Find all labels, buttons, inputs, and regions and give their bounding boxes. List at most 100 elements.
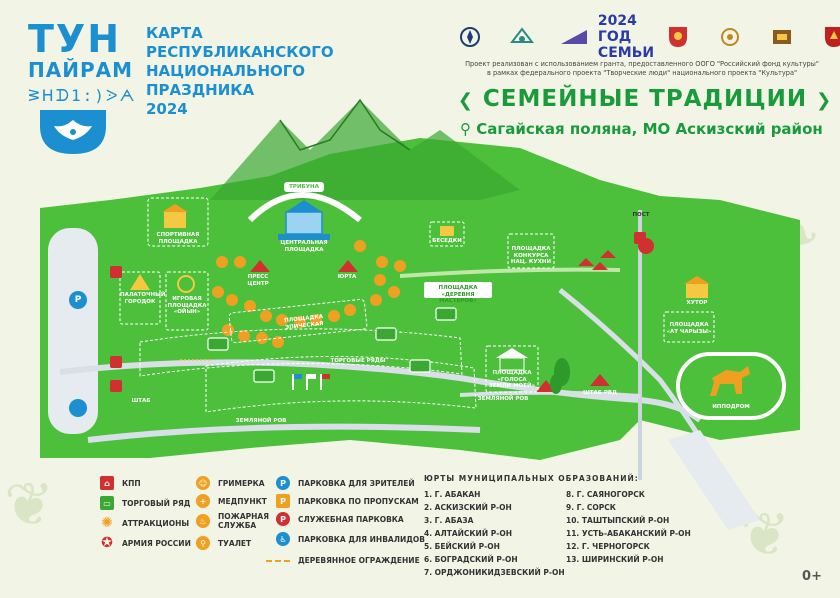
yurts-heading: ЮРТЫ МУНИЦИПАЛЬНЫХ ОБРАЗОВАНИЙ: (424, 474, 639, 483)
parking-disabled-icon (69, 399, 87, 417)
tree-icons (550, 358, 570, 394)
logo-line-2: ПАЙРАМ (28, 58, 133, 82)
yurt-item: 1. Г. АБАКАН (424, 490, 481, 499)
shtab-label: ШТАБ (131, 398, 151, 404)
logo-emblem-icon (40, 110, 106, 154)
khakassia-emblem-icon (660, 22, 696, 52)
trade-rows-area (139, 328, 463, 377)
yurt-item: 9. Г. СОРСК (566, 503, 616, 512)
legend-medical: + МЕДПУНКТ (196, 494, 267, 508)
sport-pavilion-icon (162, 204, 188, 228)
parking-spectators-icon (69, 291, 87, 309)
legend-army: ✪АРМИЯ РОССИИ (100, 535, 191, 551)
left-parking-lot (48, 228, 98, 434)
game-area-label: ИГРОВАЯ ПЛОЩАДКА «ОЙЫН» (167, 296, 207, 315)
ministry-emblem-icon (452, 22, 488, 52)
legend-checkpoint: ⌂ КПП (100, 476, 141, 490)
central-platform-label: ЦЕНТРАЛЬНАЯ ПЛОЩАДКА (280, 240, 328, 253)
legend-label: МЕДПУНКТ (218, 496, 267, 506)
parking-service-icon: P (276, 512, 290, 526)
legend-label: КПП (122, 478, 141, 488)
hippodrome-track (676, 352, 786, 420)
toilet-icon: ⚲ (196, 536, 210, 550)
title-line: КАРТА (146, 24, 203, 42)
location-text: Сагайская поляна, МО Аскизский район (476, 120, 823, 138)
trade-rows-label: ТОРГОВЫЕ РЯДЫ (330, 358, 386, 364)
dressing-room-icon: ☺ (196, 476, 210, 490)
tribuna-arc (247, 192, 362, 223)
legend-label: ДЕРЕВЯННОЕ ОГРАЖДЕНИЕ (298, 556, 420, 565)
gazebos-area (429, 221, 465, 247)
medical-cross-icon: + (196, 494, 210, 508)
yurt-item: 7. ОРДЖОНИКИДЗЕВСКИЙ Р-ОН (424, 568, 565, 577)
yurt-item: 3. Г. АБАЗА (424, 516, 474, 525)
masters-area (424, 282, 492, 298)
title-line: 2024 (146, 100, 188, 118)
ornament-left-icon: ❮ (457, 90, 474, 111)
legend-label: ТУАЛЕТ (218, 538, 252, 548)
epic-area (228, 298, 368, 344)
accessible-parking-icon: ♿ (276, 532, 290, 546)
yurta-label: ЮРТА (337, 274, 357, 280)
checkpoint-icon: ⌂ (100, 476, 114, 490)
yurt-item: 6. БОГРАДСКИЙ Р-ОН (424, 555, 518, 564)
legend-trade-row: ▭ТОРГОВЫЙ РЯД (100, 496, 190, 510)
legend-label: ГРИМЕРКА (218, 478, 265, 488)
game-area (165, 271, 209, 331)
partner-badge-text: 2024 ГОД СЕМЬИ (597, 13, 655, 61)
location: ⚲ Сагайская поляна, МО Аскизский район (460, 120, 823, 138)
horse-platform-label: ПЛОЩАДКА «АТ ЧАРЫЗЫ» (666, 322, 712, 335)
grant-line-1: Проект реализован с использованием грант… (465, 60, 819, 68)
district-emblem-icon (816, 22, 840, 52)
logo-runes: ᕒᕼᗪ1:)ᐷᗅ (28, 86, 137, 105)
earthen-ditch-1 (87, 423, 481, 443)
grass-area (40, 138, 800, 460)
voices-label: ПЛОЩАДКА «ГОЛОСА ЗЕМЛИ МОЕЙ» (488, 370, 536, 389)
ornament-icon: ❦ (4, 470, 55, 540)
tent-town-area (119, 271, 161, 325)
age-rating: 0+ (802, 569, 822, 584)
yurts-cluster (212, 240, 406, 348)
yurt-item: 10. ТАШТЫПСКИЙ Р-ОН (566, 516, 670, 525)
culture-ministry-emblem-icon (712, 22, 748, 52)
earthen-ditch-label-1: ЗЕМЛЯНОЙ РОВ (235, 418, 287, 424)
legend-parking-spectators: P ПАРКОВКА ДЛЯ ЗРИТЕЛЕЙ (276, 476, 415, 490)
parking-p-label: P (74, 295, 82, 305)
masters-label: ПЛОЩАДКА «ДЕРЕВНЯ МАСТЕРОВ» (438, 285, 478, 304)
hippodrome-label: ИППОДРОМ (712, 404, 750, 410)
legend-fence: ДЕРЕВЯННОЕ ОГРАЖДЕНИЕ (266, 556, 420, 565)
mountains (210, 100, 520, 200)
ferris-wheel-icon: ✺ (101, 515, 113, 531)
legend-label: ПОЖАРНАЯ СЛУЖБА (218, 512, 269, 530)
location-pin-icon: ⚲ (460, 120, 471, 138)
right-lot (668, 430, 760, 530)
tent-town-label: ПАЛАТОЧНЫЙ ГОРОДОК (120, 292, 166, 305)
parking-icon: P (276, 476, 290, 490)
earthen-ditch-label-2: ЗЕМЛЯНОЙ РОВ (477, 396, 529, 402)
title-line: НАЦИОНАЛЬНОГО (146, 62, 306, 80)
yurt-item: 4. АЛТАЙСКИЙ Р-ОН (424, 529, 512, 538)
horse-icon (710, 366, 750, 396)
yurt-item: 5. БЕЙСКИЙ Р-ОН (424, 542, 500, 551)
yurt-item: 12. Г. ЧЕРНОГОРСК (566, 542, 650, 551)
partner-logos: 2024 ГОД СЕМЬИ (452, 13, 840, 61)
bus-icons (207, 307, 457, 383)
post-label: ПОСТ (632, 212, 650, 218)
parking-pass-icon: P (276, 494, 290, 508)
tribuna-label: ТРИБУНА (289, 184, 319, 190)
title-line: ПРАЗДНИКА (146, 81, 255, 99)
flags-icon (292, 374, 330, 390)
sport-platform (147, 197, 209, 247)
press-center-label: ПРЕСС ЦЕНТР (247, 274, 269, 287)
title-line: РЕСПУБЛИКАНСКОГО (146, 43, 334, 61)
legend-parking-service: P СЛУЖЕБНАЯ ПАРКОВКА (276, 512, 404, 526)
trade-rows-area-2 (205, 355, 477, 413)
legend-attractions: ✺ АТТРАКЦИОНЫ (100, 515, 190, 531)
legend-label: АТТРАКЦИОНЫ (122, 518, 190, 528)
legend-label: СЛУЖЕБНАЯ ПАРКОВКА (298, 514, 404, 524)
fence-line-icon (266, 559, 290, 562)
yurt-item: 13. ШИРИНСКИЙ Р-ОН (566, 555, 664, 564)
legend-label: ПАРКОВКА ДЛЯ ЗРИТЕЛЕЙ (298, 478, 415, 488)
